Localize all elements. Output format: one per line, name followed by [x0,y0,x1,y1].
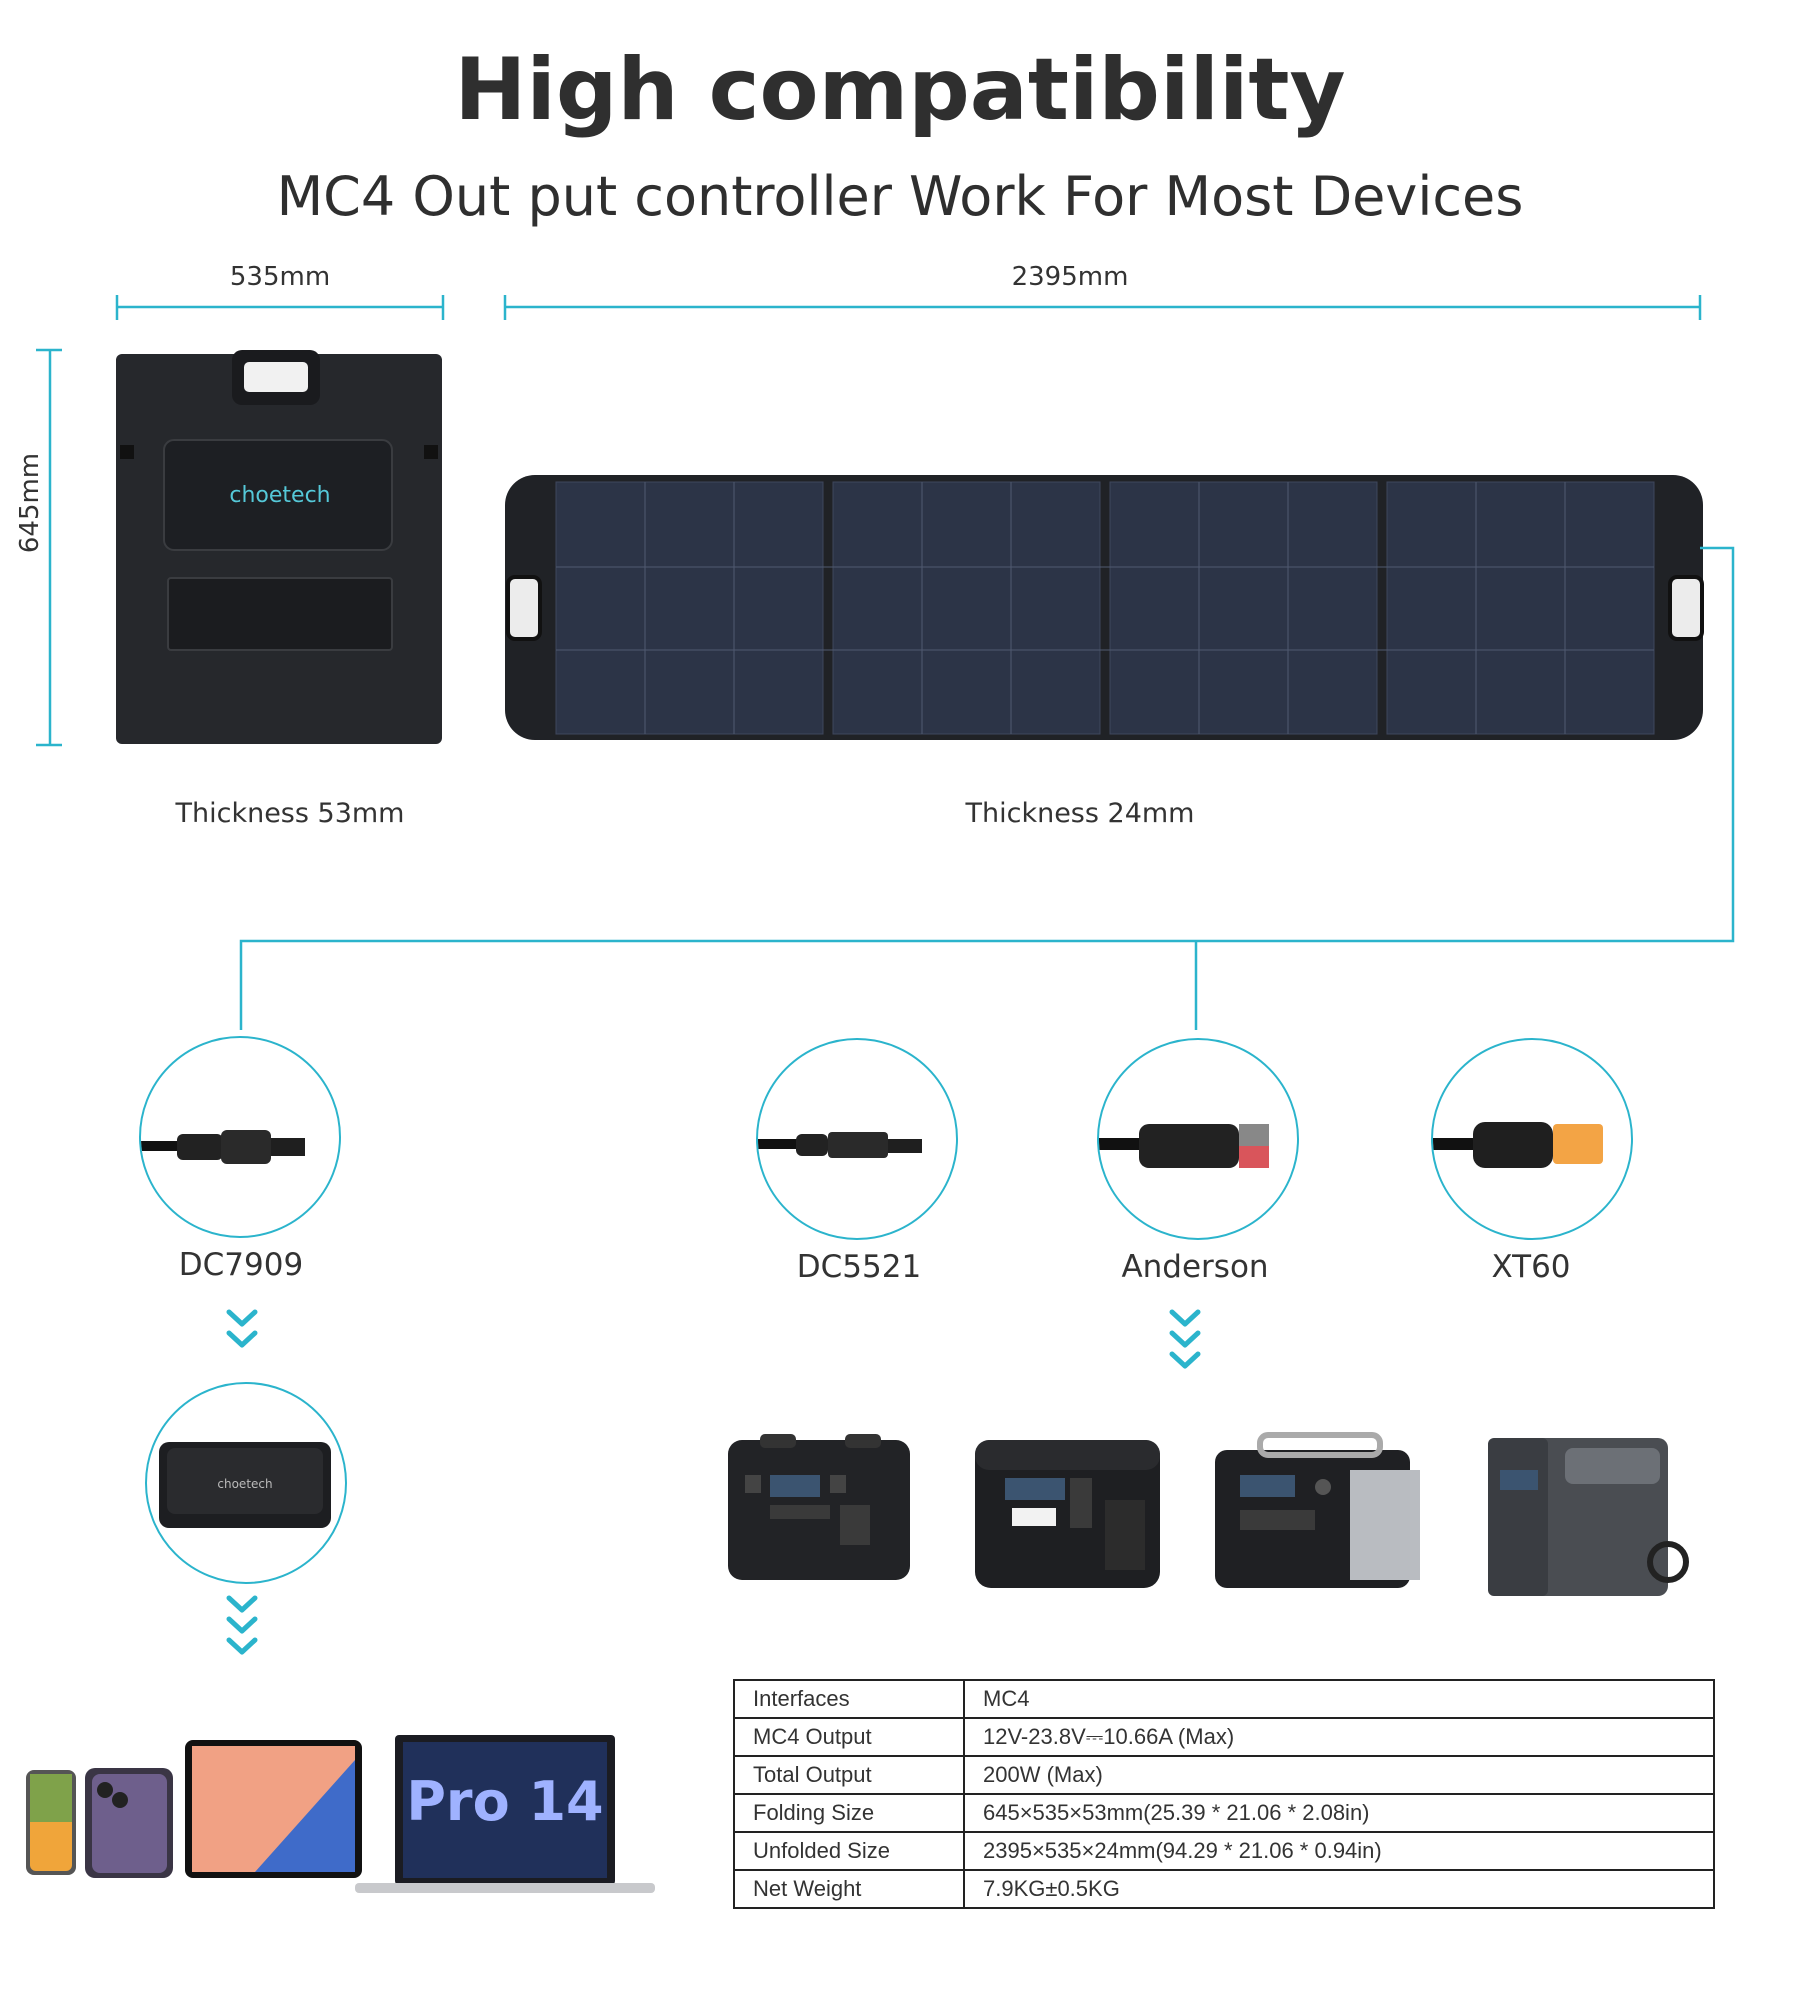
power-station-4 [1488,1438,1689,1596]
spec-value: 7.9KG±0.5KG [963,1869,1715,1909]
power-bank-image: choetech [145,1382,347,1584]
spec-value: 645×535×53mm(25.39 * 21.06 * 2.08in) [963,1793,1715,1833]
laptop: Pro 14 [355,1735,655,1893]
phone-1 [26,1770,76,1875]
page-subtitle: MC4 Out put controller Work For Most Dev… [276,165,1524,228]
connector-dc7909-image [139,1036,341,1238]
power-station-2 [975,1440,1160,1588]
connector-anderson-image [1097,1038,1299,1240]
spec-key: Total Output [733,1755,965,1795]
phone-2 [85,1768,173,1878]
unfolded-width-label: 2395mm [1011,262,1129,292]
spec-key: Unfolded Size [733,1831,965,1871]
connector-dc5521-image [756,1038,958,1240]
connector-xt60-label: XT60 [1491,1249,1571,1285]
down-arrows [226,1309,1201,1655]
folded-thickness-label: Thickness 53mm [175,798,405,829]
connector-lines [239,546,1735,1030]
folded-solar-bag: choetech [116,350,442,744]
dimension-lines [36,295,1702,747]
connector-anderson-label: Anderson [1121,1249,1269,1285]
xt60-plug-icon [1433,1122,1603,1168]
spec-value: 2395×535×24mm(94.29 * 21.06 * 0.94in) [963,1831,1715,1871]
power-station-1 [728,1434,910,1580]
end-devices: Pro 14 [26,1735,655,1893]
connector-dc7909-label: DC7909 [178,1247,304,1283]
spec-value: MC4 [963,1679,1715,1719]
dc5521-plug-icon [758,1132,922,1158]
power-bank-icon: choetech [159,1442,331,1528]
anderson-plug-icon [1099,1124,1269,1168]
spec-value: 200W (Max) [963,1755,1715,1795]
svg-text:choetech: choetech [217,1477,272,1491]
spec-key: MC4 Output [733,1717,965,1757]
spec-key: Interfaces [733,1679,965,1719]
dc7909-plug-icon [141,1130,305,1164]
bag-brand-text: choetech [229,483,330,508]
power-station-3 [1215,1432,1420,1588]
connector-dc5521-label: DC5521 [796,1249,922,1285]
folded-width-label: 535mm [229,262,331,292]
unfolded-thickness-label: Thickness 24mm [965,798,1195,829]
laptop-screen-text: Pro 14 [406,1770,603,1833]
power-stations [728,1432,1689,1596]
unfolded-solar-panel [505,475,1704,740]
spec-key: Folding Size [733,1793,965,1833]
spec-key: Net Weight [733,1869,965,1909]
spec-value: 12V-23.8V⎓10.66A (Max) [963,1717,1715,1757]
tablet [185,1740,362,1878]
connector-xt60-image [1431,1038,1633,1240]
page-title: High compatibility [454,40,1346,140]
